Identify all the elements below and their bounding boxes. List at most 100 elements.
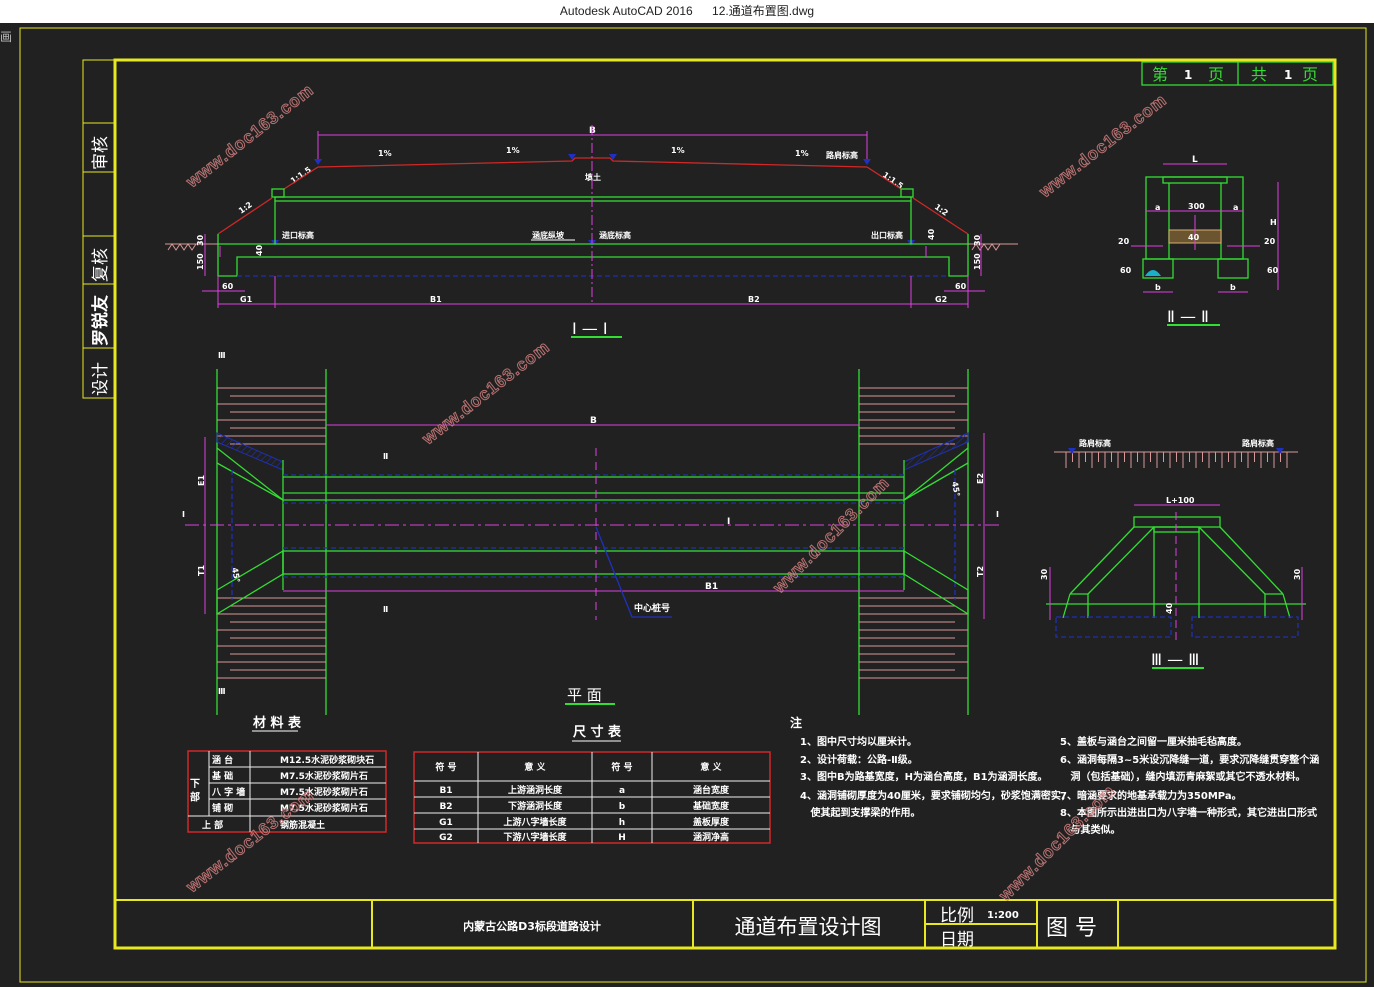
section-3-3[interactable]: 路肩标高 路肩标高 L+100 30 30 40 Ⅲ — Ⅲ bbox=[1040, 438, 1306, 669]
sizes-cell: B2 bbox=[439, 802, 452, 812]
elevation-markers bbox=[271, 154, 915, 246]
sheet-total: 1 bbox=[1284, 68, 1292, 82]
dim-40: 40 bbox=[255, 244, 264, 256]
section-mark-3: Ⅲ bbox=[218, 351, 226, 360]
project-name: 内蒙古公路D3标段道路设计 bbox=[463, 919, 601, 933]
material-part: 八 字 墙 bbox=[211, 786, 245, 798]
side-slope-label: 1:2 bbox=[237, 200, 254, 216]
note-item: 5、盖板与涵台之间留一厘米抽毛毡高度。 bbox=[1060, 735, 1247, 748]
file-name: 12.通道布置图.dwg bbox=[712, 4, 815, 18]
dim-20: 20 bbox=[1264, 237, 1276, 246]
sizes-cell: h bbox=[619, 818, 625, 828]
dim-20: 20 bbox=[1118, 237, 1130, 246]
plan-dim-B: B bbox=[590, 416, 597, 426]
section-mark-2: Ⅱ bbox=[383, 605, 388, 614]
section-2-2[interactable]: L a a 300 40 20 20 60 60 H b b Ⅱ — Ⅱ bbox=[1118, 155, 1279, 326]
dim-L-plus-100: L+100 bbox=[1166, 496, 1195, 505]
material-spec: M7.5水泥砂浆砌片石 bbox=[280, 802, 368, 814]
material-spec: M12.5水泥砂浆砌块石 bbox=[280, 754, 374, 766]
dim-30: 30 bbox=[196, 234, 205, 246]
drawing-title: 通道布置设计图 bbox=[735, 915, 882, 939]
watermark: www.doc163.com bbox=[1035, 90, 1170, 202]
sizes-table: 尺 寸 表 符 号 意 义 符 号 意 义 B1 上游涵洞长度 a 涵台宽度 B… bbox=[413, 724, 771, 844]
sizes-cell: 下游八字墙长度 bbox=[503, 831, 567, 843]
window-title-bar: Autodesk AutoCAD 2016 12.通道布置图.dwg bbox=[0, 0, 1374, 23]
sheet-label: 第 bbox=[1152, 65, 1168, 84]
plan-view[interactable]: B B1 中心桩号 I E1 T1 E2 T2 45° 45° Ⅲ bbox=[182, 351, 1000, 715]
sizes-header: 符 号 bbox=[611, 761, 632, 773]
sheet-total-label-2: 页 bbox=[1302, 65, 1318, 84]
shoulder-elevation-label: 路肩标高 bbox=[826, 150, 858, 160]
signoff-design: 设计 bbox=[91, 362, 111, 396]
slope-label: 1% bbox=[378, 149, 392, 158]
wing-wall bbox=[216, 549, 284, 616]
lower-part-label: 下 部 bbox=[188, 778, 200, 802]
dim-30: 30 bbox=[1040, 568, 1049, 580]
sizes-cell: 上游涵洞长度 bbox=[508, 784, 563, 796]
section-1-title: Ⅰ — Ⅰ bbox=[572, 319, 608, 338]
material-spec: 钢筋混凝土 bbox=[280, 819, 325, 831]
note-item: 3、图中B为路基宽度，H为涵台高度，B1为涵洞长度。 bbox=[800, 770, 1048, 783]
title-block: 内蒙古公路D3标段道路设计 通道布置设计图 比例 1:200 日期 图 号 bbox=[115, 899, 1335, 950]
side-panel-glyph: 画 bbox=[0, 30, 12, 44]
sheet-label-2: 页 bbox=[1208, 65, 1224, 84]
dim-E1: E1 bbox=[197, 475, 206, 486]
grade-label: 涵底纵坡 bbox=[532, 230, 565, 240]
inner-frame bbox=[113, 58, 1337, 950]
dim-150: 150 bbox=[973, 253, 982, 270]
material-spec: M7.5水泥砂浆砌片石 bbox=[280, 786, 368, 798]
section-mark-2: Ⅱ bbox=[383, 452, 388, 461]
dim-G1: G1 bbox=[240, 295, 253, 304]
sheet-number-box: 第 1 页 共 1 页 bbox=[1141, 61, 1334, 86]
wing-wall bbox=[903, 549, 969, 616]
dim-B1: B1 bbox=[430, 295, 442, 304]
plan-title: 平 面 bbox=[567, 686, 602, 704]
ground-ticks bbox=[1065, 452, 1288, 468]
dim-40: 40 bbox=[927, 228, 936, 240]
note-item: 洞（包括基础），缝内填沥青麻絮或其它不透水材料。 bbox=[1060, 770, 1305, 783]
watermark: www.doc163.com bbox=[418, 337, 553, 449]
cover-slab bbox=[274, 196, 912, 202]
section-mark-1: Ⅰ bbox=[182, 510, 185, 519]
dim-H: H bbox=[1270, 218, 1277, 227]
sizes-cell: 盖板厚度 bbox=[693, 816, 730, 828]
section-1-1[interactable]: B 1% 1% 1% 1% 路肩标高 填土 1:1.5 1:2 1:1.5 1:… bbox=[165, 125, 1018, 338]
dim-40: 40 bbox=[1165, 602, 1174, 614]
outer-frame bbox=[19, 27, 1367, 983]
axis-label: I bbox=[727, 517, 730, 527]
inlet-elevation-label: 进口标高 bbox=[282, 230, 314, 240]
side-slope-label: 1:1.5 bbox=[881, 170, 905, 191]
dim-60: 60 bbox=[1267, 266, 1279, 275]
bottom-elevation-label: 涵底标高 bbox=[599, 230, 631, 240]
scale-value: 1:200 bbox=[987, 910, 1019, 921]
sizes-cell: a bbox=[619, 786, 625, 796]
note-item: 4、涵洞铺砌厚度为40厘米，要求铺砌均匀，砂浆饱满密实， bbox=[800, 789, 1071, 802]
dim-T1: T1 bbox=[197, 565, 206, 576]
watermark: www.doc163.com bbox=[769, 473, 893, 597]
sizes-header: 意 义 bbox=[524, 761, 546, 773]
signoff-name: 罗锐友 bbox=[90, 295, 111, 346]
note-item: 2、设计荷载：公路-Ⅱ级。 bbox=[800, 753, 918, 766]
dim-30: 30 bbox=[973, 234, 982, 246]
dim-B2: B2 bbox=[748, 295, 760, 304]
dim-a: a bbox=[1233, 203, 1238, 212]
dim-300: 300 bbox=[1188, 202, 1205, 211]
culvert-base bbox=[217, 243, 969, 277]
sizes-header: 意 义 bbox=[700, 761, 722, 773]
dim-60: 60 bbox=[222, 282, 234, 291]
sizes-cell: G2 bbox=[439, 833, 453, 843]
sizes-cell: 上游八字墙长度 bbox=[503, 816, 567, 828]
dim-a: a bbox=[1155, 203, 1160, 212]
sizes-cell: H bbox=[618, 833, 626, 843]
dim-L: L bbox=[1192, 155, 1198, 165]
drawing-number-label: 图 号 bbox=[1046, 916, 1097, 941]
side-slope-label: 1:2 bbox=[933, 202, 950, 218]
angle-label: 45° bbox=[950, 481, 961, 497]
note-item: 使其起到支撑梁的作用。 bbox=[800, 806, 920, 819]
note-item: 1、图中尺寸均以厘米计。 bbox=[800, 735, 917, 748]
outlet-elevation-label: 出口标高 bbox=[871, 230, 903, 240]
sizes-cell: G1 bbox=[439, 818, 453, 828]
sizes-cell: b bbox=[619, 802, 626, 812]
slope-label: 1% bbox=[506, 146, 520, 155]
